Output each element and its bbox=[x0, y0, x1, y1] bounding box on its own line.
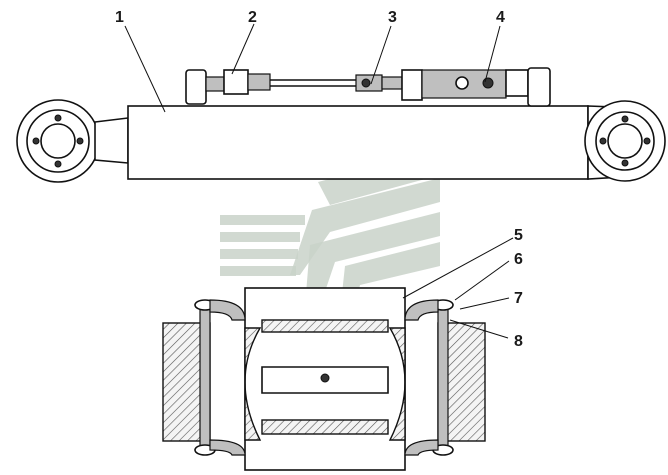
callout-6: 6 bbox=[514, 251, 523, 268]
callout-2: 2 bbox=[248, 9, 257, 26]
leader-lines bbox=[124, 23, 514, 339]
callout-7: 7 bbox=[514, 290, 523, 307]
callout-5: 5 bbox=[514, 227, 523, 244]
callout-labels: 1 2 3 4 5 6 7 8 bbox=[115, 9, 523, 350]
cylinder-body bbox=[127, 105, 589, 180]
left-mounting-eye bbox=[16, 99, 100, 183]
callout-3: 3 bbox=[388, 9, 397, 26]
callout-1: 1 bbox=[115, 9, 124, 26]
callout-8: 8 bbox=[514, 333, 523, 350]
piston-section-view bbox=[162, 287, 486, 471]
right-mounting-eye bbox=[584, 100, 666, 182]
hydraulic-pipe-line bbox=[185, 67, 551, 107]
callout-4: 4 bbox=[496, 9, 505, 26]
cylinder-assembly-side-view bbox=[16, 67, 666, 183]
